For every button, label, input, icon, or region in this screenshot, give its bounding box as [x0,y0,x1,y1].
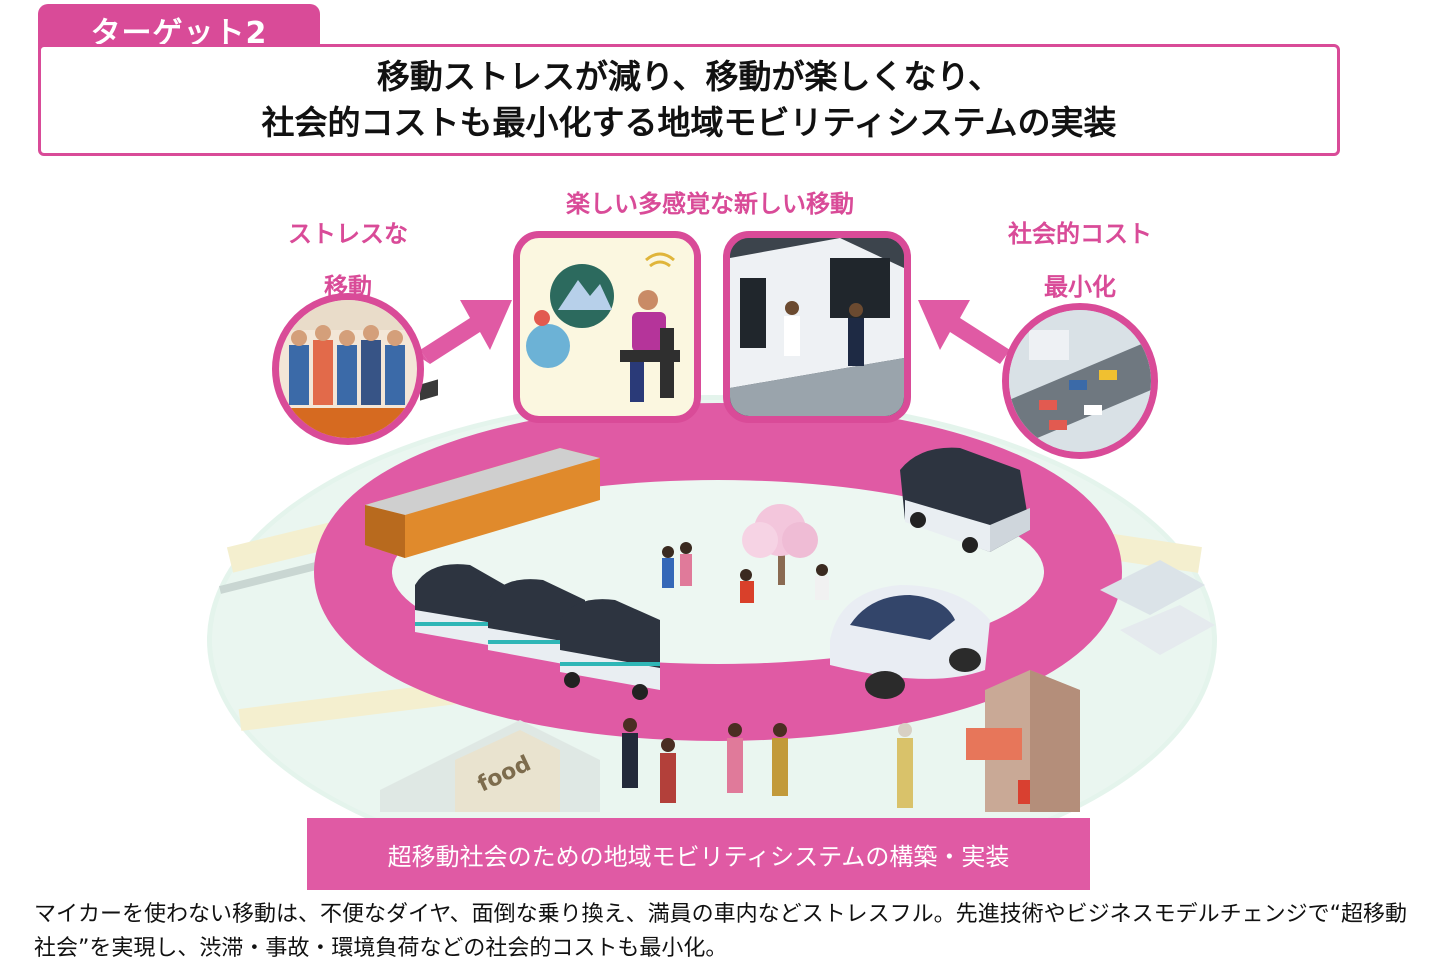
map-pin-icon [534,310,550,326]
title-box: 移動ストレスが減り、移動が楽しくなり、 社会的コストも最小化する地域モビリティシ… [38,44,1340,156]
traffic-jam-inset [1002,303,1158,459]
post-office-canopy [966,728,1022,760]
label-social-cost-line2: 最小化 [1044,273,1116,301]
mailbox [1018,780,1030,804]
label-stress-line1: ストレスな [288,220,408,248]
orange-train [365,379,600,558]
signal-icon [649,260,671,268]
arrow-left [408,300,512,364]
bus-station-inset [723,231,911,423]
people-center [662,542,829,603]
shuttle-top-right [900,447,1030,553]
title-line-1: 移動ストレスが減り、移動が楽しくなり、 [376,57,1002,96]
buildings-right [966,670,1080,812]
pod-car [830,585,990,699]
buildings-left: food [380,720,600,812]
people-bottom [622,718,913,808]
shuttle-group-left [415,564,660,700]
houses-right [1100,560,1215,655]
label-new-mobility: 楽しい多感覚な新しい移動 [566,190,854,218]
cherry-tree [742,504,818,585]
description-text: マイカーを使わない移動は、不便なダイヤ、面倒な乗り換え、満員の車内などストレスフ… [34,902,1407,961]
bus-passengers-icon [730,238,904,416]
arrow-right [918,300,1010,364]
crowded-people-icon [279,300,417,438]
title-line-2: 社会的コストも最小化する地域モビリティシステムの実装 [261,103,1117,142]
label-stress: ストレスな 移動 [268,214,428,302]
pink-ring [314,403,1122,741]
person-in-chair-icon [526,252,680,402]
fun-mobility-inset [513,231,701,423]
crowded-train-inset [272,293,424,445]
traffic-cars-icon [1009,310,1151,452]
system-banner: 超移動社会のための地域モビリティシステムの構築・実装 [307,818,1090,890]
label-social-cost-line1: 社会的コスト [1008,220,1152,248]
label-social-cost: 社会的コスト 最小化 [985,214,1175,302]
